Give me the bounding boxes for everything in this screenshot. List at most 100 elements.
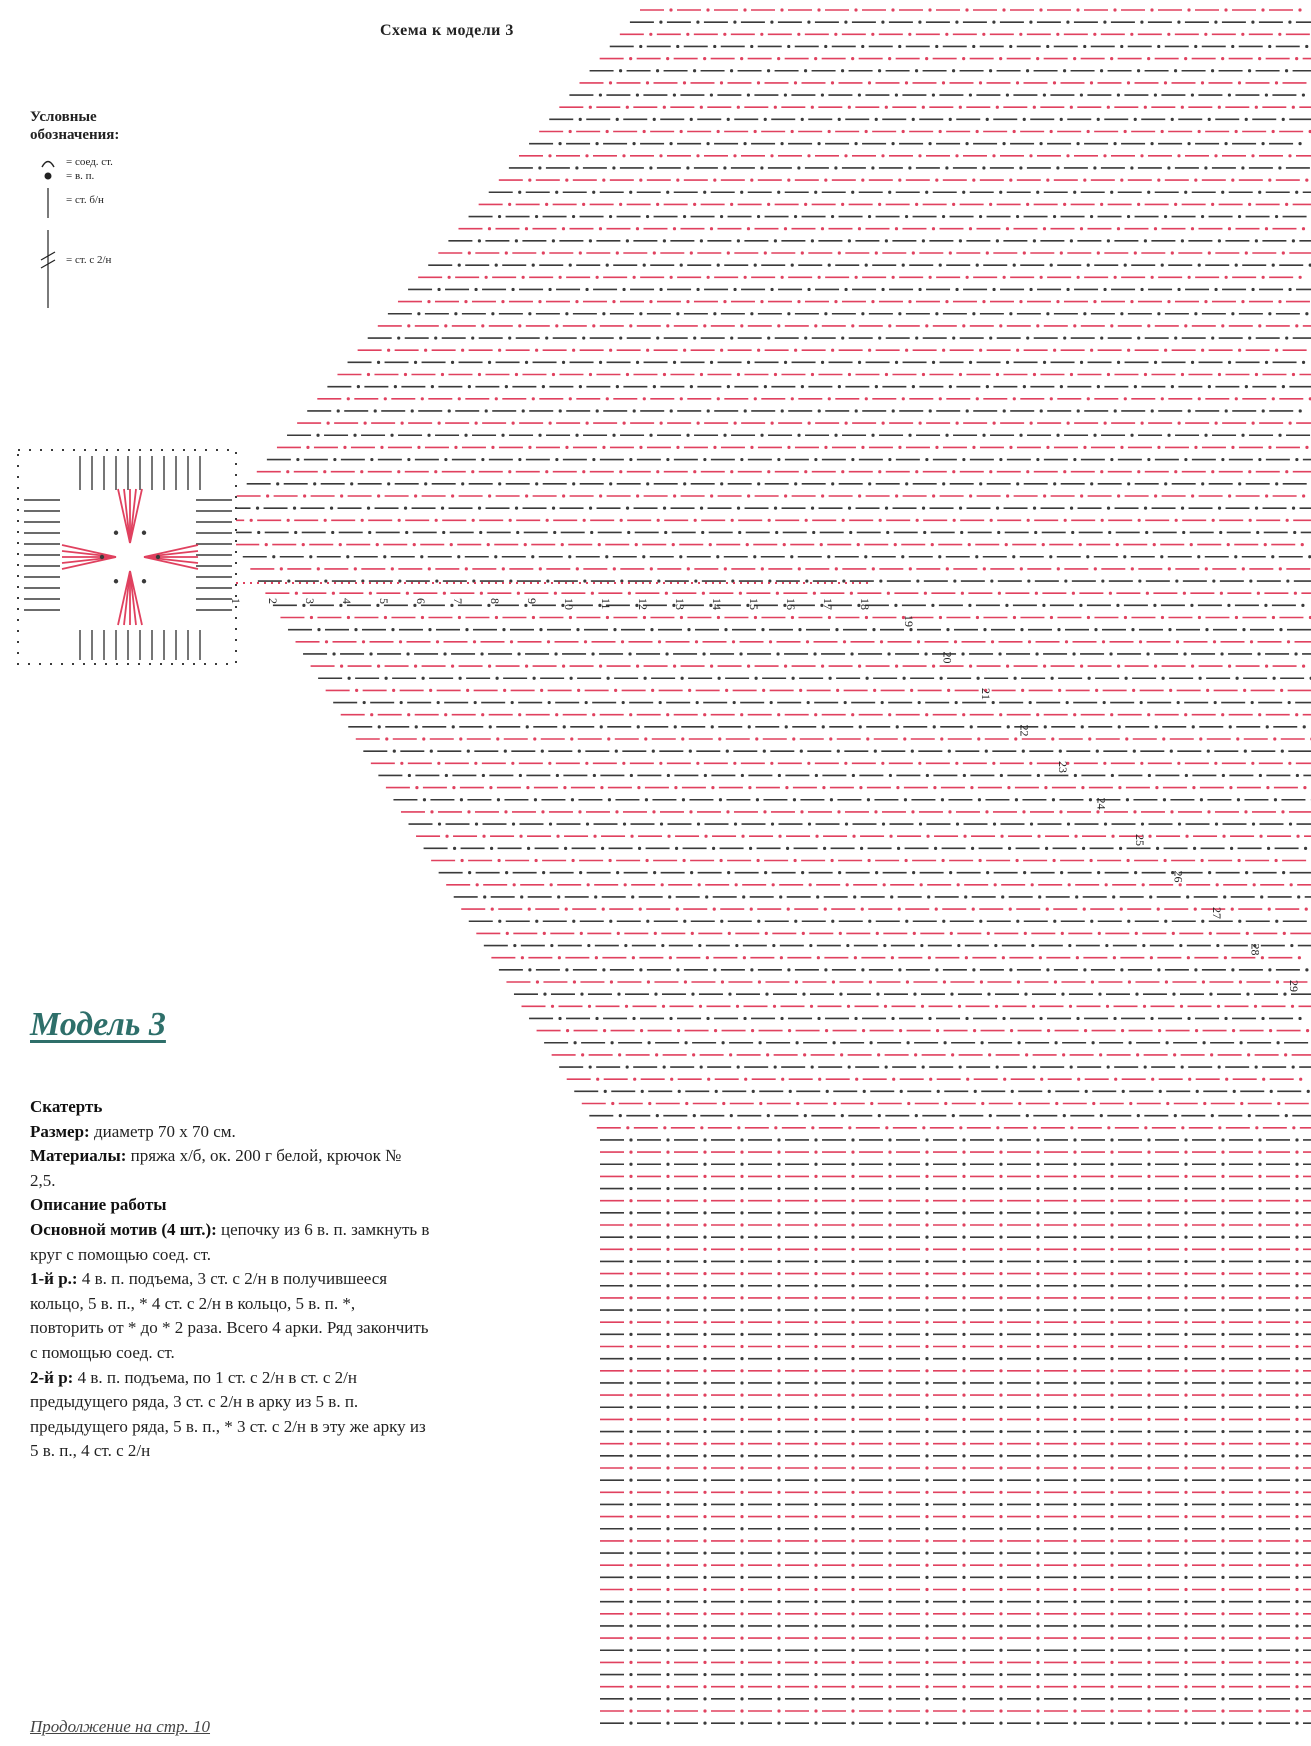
chain-dot bbox=[390, 434, 393, 437]
chain-dot bbox=[898, 446, 901, 449]
chain-dot bbox=[1161, 130, 1164, 133]
chain-dot bbox=[990, 519, 993, 522]
chain-dot bbox=[487, 543, 490, 546]
chain-dot bbox=[562, 227, 565, 230]
chain-dot bbox=[734, 822, 737, 825]
chain-dot bbox=[1209, 932, 1212, 935]
chain-dot bbox=[766, 1053, 769, 1056]
chain-dot bbox=[839, 993, 842, 996]
chain-dot bbox=[1248, 203, 1251, 206]
chain-dot bbox=[654, 932, 657, 935]
chain-dot bbox=[629, 1223, 632, 1226]
chain-dot bbox=[703, 1163, 706, 1166]
chain-dot bbox=[1036, 1163, 1039, 1166]
chain-dot bbox=[1269, 1029, 1272, 1032]
chain-dot bbox=[931, 604, 934, 607]
chain-dot bbox=[764, 251, 767, 254]
chain-dot bbox=[1305, 908, 1308, 911]
chain-dot bbox=[1307, 1090, 1310, 1093]
chain-dot bbox=[451, 494, 454, 497]
chain-dot bbox=[1248, 69, 1251, 72]
chain-dot bbox=[1184, 1223, 1187, 1226]
chain-dot bbox=[962, 713, 965, 716]
chain-dot bbox=[1198, 130, 1201, 133]
chain-dot bbox=[898, 45, 901, 48]
chain-dot bbox=[747, 361, 750, 364]
chain-dot bbox=[545, 203, 548, 206]
chain-dot bbox=[1279, 567, 1282, 570]
chain-dot bbox=[1107, 1065, 1110, 1068]
chain-dot bbox=[1251, 154, 1254, 157]
chain-dot bbox=[1016, 482, 1019, 485]
chain-dot bbox=[1002, 1017, 1005, 1020]
chain-dot bbox=[830, 798, 833, 801]
chain-dot bbox=[972, 968, 975, 971]
chain-dot bbox=[555, 324, 558, 327]
chain-dot bbox=[781, 409, 784, 412]
chain-dot bbox=[999, 57, 1002, 60]
chain-dot bbox=[889, 774, 892, 777]
chain-dot bbox=[710, 494, 713, 497]
chain-dot bbox=[925, 1236, 928, 1239]
chain-dot bbox=[915, 1114, 918, 1117]
chain-dot bbox=[406, 652, 409, 655]
chain-dot bbox=[1006, 93, 1009, 96]
chain-dot bbox=[1295, 1163, 1298, 1166]
chain-dot bbox=[666, 1175, 669, 1178]
chain-dot bbox=[417, 312, 420, 315]
chain-dot bbox=[952, 69, 955, 72]
chain-dot bbox=[876, 993, 879, 996]
chain-dot bbox=[1250, 640, 1253, 643]
chain-dot bbox=[1050, 264, 1053, 267]
chain-dot bbox=[703, 1199, 706, 1202]
chain-dot bbox=[876, 932, 879, 935]
chain-dot bbox=[588, 1005, 591, 1008]
chain-dot bbox=[777, 1223, 780, 1226]
chain-dot bbox=[385, 677, 388, 680]
chain-dot bbox=[851, 324, 854, 327]
chain-dot bbox=[478, 507, 481, 510]
chain-dot bbox=[1147, 1151, 1150, 1154]
chain-dot bbox=[727, 118, 730, 121]
chain-dot bbox=[468, 251, 471, 254]
chain-dot bbox=[1094, 628, 1097, 631]
chain-dot bbox=[956, 422, 959, 425]
chain-dot bbox=[587, 944, 590, 947]
chain-dot bbox=[656, 1114, 659, 1117]
chain-dot bbox=[556, 774, 559, 777]
chain-dot bbox=[1110, 1138, 1113, 1141]
chain-dot bbox=[569, 130, 572, 133]
chain-dot bbox=[1262, 409, 1265, 412]
chain-dot bbox=[576, 567, 579, 570]
chain-dot bbox=[1253, 883, 1256, 886]
chain-dot bbox=[1268, 446, 1271, 449]
chain-dot bbox=[629, 1175, 632, 1178]
chain-dot bbox=[619, 203, 622, 206]
chain-dot bbox=[464, 300, 467, 303]
chain-dot bbox=[1221, 1175, 1224, 1178]
chain-dot bbox=[457, 555, 460, 558]
chain-dot bbox=[1201, 920, 1204, 923]
chain-dot bbox=[964, 895, 967, 898]
chain-dot bbox=[1070, 373, 1073, 376]
chain-dot bbox=[680, 264, 683, 267]
chain-dot bbox=[331, 531, 334, 534]
chain-dot bbox=[423, 798, 426, 801]
chain-dot bbox=[1009, 968, 1012, 971]
chain-dot bbox=[717, 264, 720, 267]
chain-dot bbox=[1018, 1102, 1021, 1105]
chain-dot bbox=[1127, 859, 1130, 862]
chain-dot bbox=[794, 349, 797, 352]
chain-dot bbox=[1009, 446, 1012, 449]
chain-dot bbox=[574, 1041, 577, 1044]
chain-dot bbox=[662, 1005, 665, 1008]
chain-dot bbox=[1185, 835, 1188, 838]
chain-dot bbox=[1029, 21, 1032, 24]
chain-dot bbox=[1110, 1199, 1113, 1202]
chain-dot bbox=[512, 822, 515, 825]
chain-dot bbox=[686, 166, 689, 169]
chain-dot bbox=[962, 1211, 965, 1214]
chain-dot bbox=[942, 349, 945, 352]
chain-dot bbox=[767, 1114, 770, 1117]
chain-dot bbox=[791, 616, 794, 619]
